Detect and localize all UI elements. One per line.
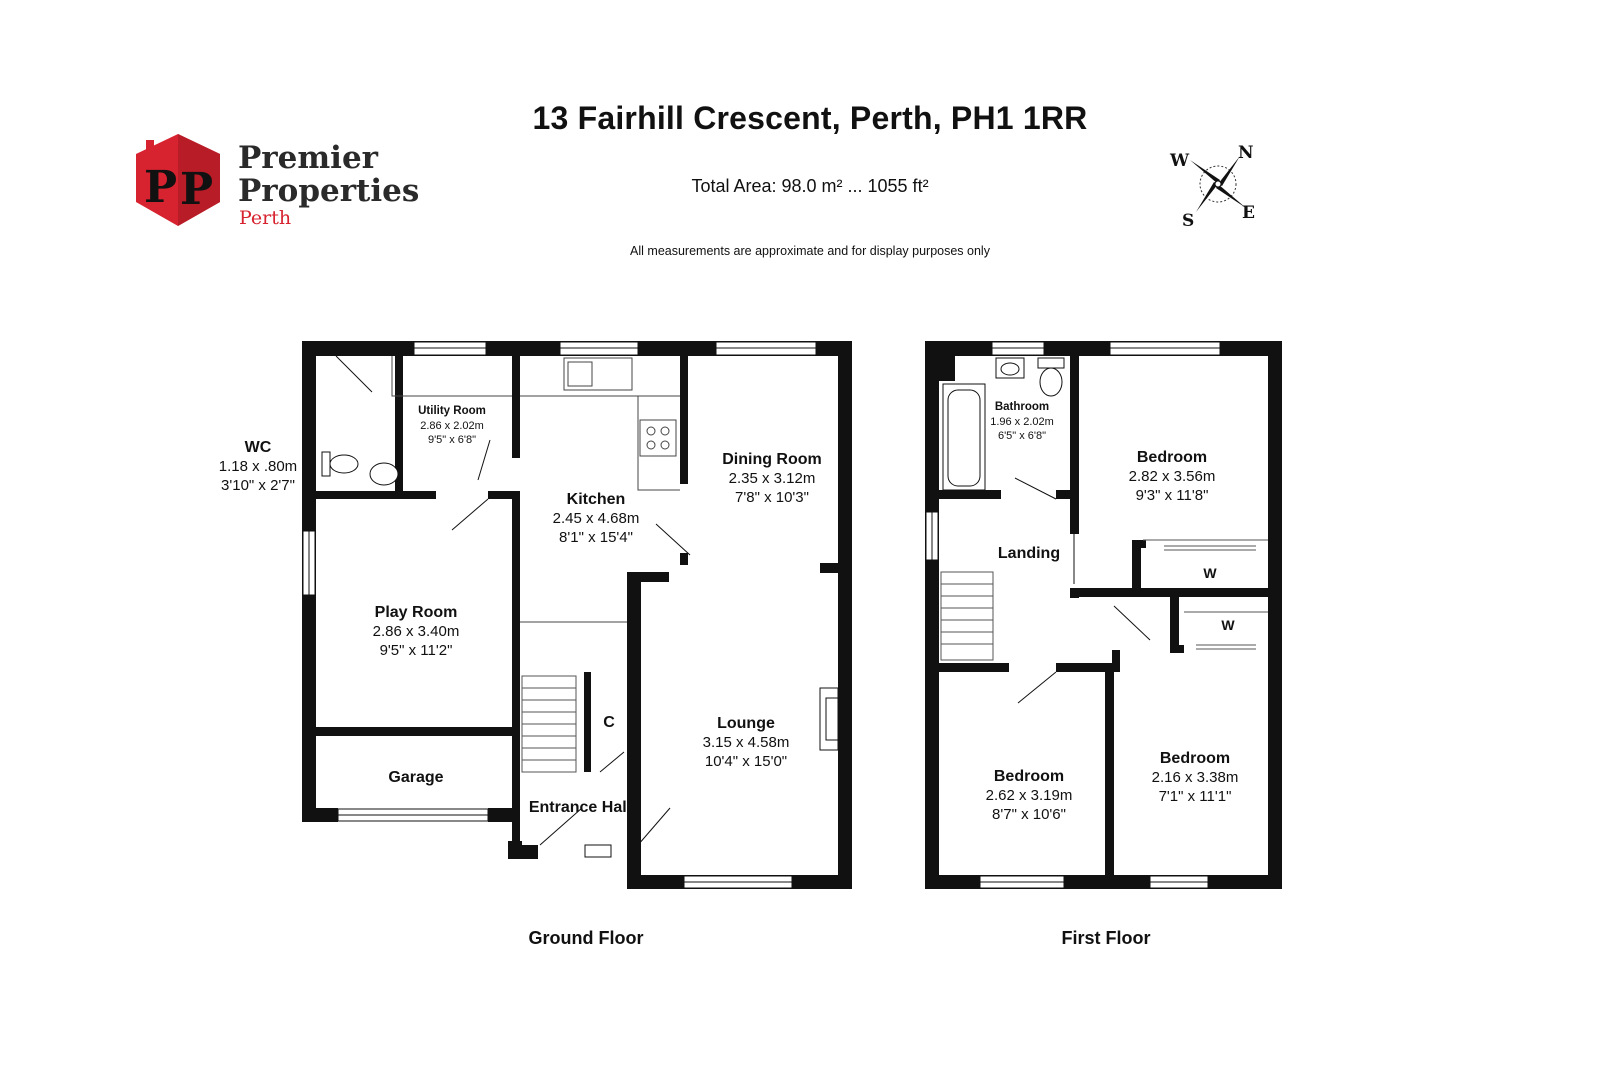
- total-area: Total Area: 98.0 m² ... 1055 ft²: [691, 176, 929, 196]
- brand-name-line2: Properties: [238, 173, 420, 209]
- ground-floor-label: Ground Floor: [529, 928, 644, 948]
- bedroom2-name: Bedroom: [994, 768, 1064, 785]
- play-imperial: 9'5" x 11'2": [380, 642, 453, 659]
- brand-location: Perth: [239, 207, 292, 229]
- svg-text:P: P: [144, 162, 177, 213]
- play-metric: 2.86 x 3.40m: [373, 623, 460, 640]
- bathroom-metric: 1.96 x 2.02m: [990, 416, 1054, 428]
- ground-floor-plan: WC 1.18 x .80m 3'10" x 2'7" Utility Room…: [219, 341, 852, 948]
- compass-rose-icon: N W E S: [1169, 143, 1255, 231]
- wc-imperial: 3'10" x 2'7": [221, 477, 295, 494]
- wardrobe1-name: W: [1203, 565, 1217, 581]
- first-floor-plan: Bathroom 1.96 x 2.02m 6'5" x 6'8" Bedroo…: [925, 341, 1282, 948]
- lounge-name: Lounge: [717, 715, 775, 732]
- entrance-hall-name: Entrance Hall: [529, 799, 631, 816]
- landing-name: Landing: [998, 545, 1060, 562]
- garage-name: Garage: [388, 769, 443, 786]
- property-address: 13 Fairhill Crescent, Perth, PH1 1RR: [532, 100, 1088, 136]
- disclaimer: All measurements are approximate and for…: [630, 244, 990, 258]
- first-floor-label: First Floor: [1062, 928, 1151, 948]
- compass-north: N: [1238, 143, 1254, 163]
- wardrobe2-name: W: [1221, 617, 1235, 633]
- lounge-metric: 3.15 x 4.58m: [703, 734, 790, 751]
- compass-south: S: [1182, 211, 1194, 231]
- kitchen-metric: 2.45 x 4.68m: [553, 510, 640, 527]
- bedroom1-metric: 2.82 x 3.56m: [1129, 468, 1216, 485]
- dining-name: Dining Room: [722, 451, 822, 468]
- utility-name: Utility Room: [418, 405, 486, 417]
- bedroom2-metric: 2.62 x 3.19m: [986, 787, 1073, 804]
- brand-name-line1: Premier: [238, 140, 378, 176]
- bedroom1-name: Bedroom: [1137, 449, 1207, 466]
- cupboard-name: C: [603, 714, 615, 731]
- brand-logo-house-icon: P P: [136, 134, 220, 226]
- bedroom3-name: Bedroom: [1160, 750, 1230, 767]
- bedroom3-metric: 2.16 x 3.38m: [1152, 769, 1239, 786]
- kitchen-imperial: 8'1" x 15'4": [559, 529, 633, 546]
- svg-text:P: P: [180, 164, 213, 215]
- utility-imperial: 9'5" x 6'8": [428, 434, 476, 446]
- wc-name: WC: [245, 439, 272, 456]
- kitchen-name: Kitchen: [567, 491, 626, 508]
- compass-west: W: [1169, 151, 1190, 171]
- wc-metric: 1.18 x .80m: [219, 458, 297, 475]
- play-name: Play Room: [375, 604, 458, 621]
- utility-metric: 2.86 x 2.02m: [420, 420, 484, 432]
- bedroom3-imperial: 7'1" x 11'1": [1159, 788, 1232, 805]
- bathroom-name: Bathroom: [995, 401, 1049, 413]
- bedroom2-imperial: 8'7" x 10'6": [992, 806, 1066, 823]
- bedroom1-imperial: 9'3" x 11'8": [1136, 487, 1209, 504]
- dining-metric: 2.35 x 3.12m: [729, 470, 816, 487]
- bathroom-imperial: 6'5" x 6'8": [998, 430, 1046, 442]
- dining-imperial: 7'8" x 10'3": [735, 489, 809, 506]
- lounge-imperial: 10'4" x 15'0": [705, 753, 787, 770]
- compass-east: E: [1242, 203, 1255, 223]
